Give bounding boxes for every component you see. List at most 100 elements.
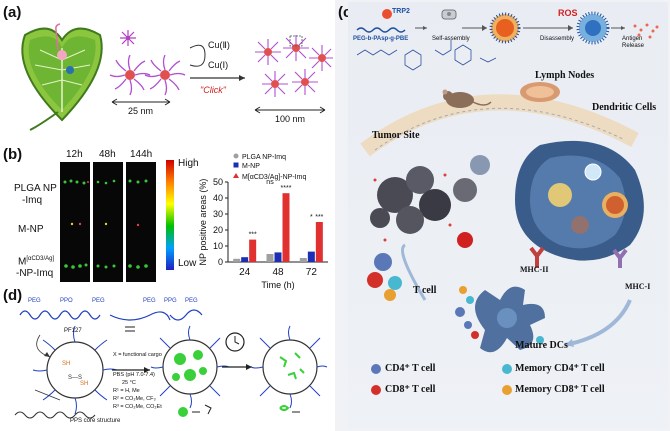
scale-label-100nm: 100 nm <box>275 114 306 124</box>
trp2-icon <box>382 9 392 19</box>
assembly-device-icon <box>441 9 457 20</box>
t-cell-group <box>367 253 402 301</box>
colorbar-low-label: Low <box>178 258 197 269</box>
row-label-superscript: [αCD3/Ag] <box>26 256 55 262</box>
panel-d-letter: (d) <box>3 287 23 304</box>
row-label-malpha-line2: -NP-Imq <box>16 268 54 279</box>
time-label-144h: 144h <box>130 149 153 160</box>
lymph-nodes-label: Lymph Nodes <box>535 70 595 81</box>
panel-a-letter: (a) <box>3 4 22 21</box>
pf127-label: PF127 <box>64 328 82 334</box>
micelle-cluster <box>255 35 333 97</box>
antigen-fragments <box>633 23 659 39</box>
peg-eq-left: PEG <box>143 298 156 304</box>
legend-marker <box>233 173 239 178</box>
row-label-malpha-line1: M[αCD3/Ag] <box>18 256 54 267</box>
dendritic-cells-label: Dendritic Cells <box>592 102 657 113</box>
x-tick-label: 72 <box>306 267 318 278</box>
micelle-right <box>144 54 186 96</box>
panel-c-graphic <box>356 9 659 395</box>
legend-mem-cd8: Memory CD8⁺ T cell <box>515 384 605 395</box>
legend-marker <box>233 153 239 159</box>
legend-dot-cd4 <box>371 364 381 374</box>
x-axis-label: Time (h) <box>261 280 294 290</box>
fluorescence-dots <box>63 179 148 269</box>
tumor-site-label: Tumor Site <box>372 130 420 141</box>
single-polymer-star <box>120 30 136 46</box>
peg-eq-right: PEG <box>185 298 198 304</box>
ppo-label: PPO <box>60 298 73 304</box>
legend-marker <box>233 162 239 168</box>
x-tick-label: 24 <box>239 267 251 278</box>
y-tick-label: 50 <box>213 177 223 187</box>
y-tick-label: 10 <box>213 241 223 251</box>
lymph-node-icon <box>520 82 560 102</box>
peg-label-right: PEG <box>92 298 105 304</box>
bar <box>315 222 323 262</box>
cu-ii-label: Cu(Ⅱ) <box>208 40 230 50</box>
bar <box>233 258 241 262</box>
bar <box>266 254 274 262</box>
mhc1-label: MHC-I <box>625 282 651 291</box>
micelle-left <box>109 54 151 96</box>
chemical-structure <box>356 40 497 71</box>
nanoparticle-1 <box>489 12 521 44</box>
micelle-2 <box>150 325 230 409</box>
svg-text:SH: SH <box>62 361 70 367</box>
r2-label: R² = CO₂Me, CF₃ <box>113 396 156 402</box>
legend-dot-cd8 <box>371 385 381 395</box>
self-assembly-label: Self-assembly <box>432 36 470 42</box>
bar <box>241 257 249 262</box>
micelle-3 <box>250 325 328 409</box>
row-label-plga-line2: -Imq <box>22 195 42 206</box>
ros-particle <box>457 232 473 248</box>
panel-b-letter: (b) <box>3 146 23 163</box>
click-label: "Click" <box>200 85 226 95</box>
y-tick-label: 30 <box>213 209 223 219</box>
colorbar-high-label: High <box>178 158 199 169</box>
y-tick-label: 40 <box>213 193 223 203</box>
legend-cd8: CD8⁺ T cell <box>385 384 436 395</box>
x-tick-label: 48 <box>272 267 284 278</box>
row-label-mnp: M-NP <box>18 224 44 235</box>
svg-text:SH: SH <box>80 381 88 387</box>
legend-label: M-NP <box>242 163 260 170</box>
y-tick-label: 0 <box>218 257 223 267</box>
leaf-illustration <box>21 23 103 131</box>
dendritic-cell <box>515 140 644 261</box>
significance-label: * <box>310 214 313 221</box>
y-axis-label: NP positive areas (%) <box>198 179 208 266</box>
t-cell-label: T cell <box>413 285 437 296</box>
colorbar <box>166 160 174 270</box>
legend-label: M[αCD3/Ag]-NP-Imq <box>242 174 306 181</box>
time-label-48h: 48h <box>99 149 116 160</box>
mature-dcs-label: Mature DCs <box>515 340 568 351</box>
mature-dc <box>475 286 545 353</box>
nanoparticle-2 <box>576 11 610 45</box>
legend-label: PLGA NP-Imq <box>242 154 286 161</box>
polymer-label: PEG-b-PAsp-g-PBE <box>353 36 409 42</box>
significance-label: *** <box>249 232 257 239</box>
legend-dot-mem-cd8 <box>502 385 512 395</box>
bar <box>249 239 257 262</box>
legend-dot-mem-cd4 <box>502 364 512 374</box>
r3-label: R³ = CO₂Me, CO₂Et <box>113 404 162 410</box>
row-label-m: M <box>18 256 27 268</box>
pbs-label: PBS (pH 7.0-7.4) <box>113 372 155 378</box>
pps-label: PPS core structure <box>70 418 121 424</box>
bar <box>299 258 307 262</box>
cargo-label: X = functional cargo <box>113 352 162 358</box>
bar <box>274 252 282 262</box>
trp2-label: TRP2 <box>392 8 410 15</box>
mhc2-receptor <box>529 246 545 268</box>
peg-label-left: PEG <box>28 298 41 304</box>
disassembly-label: Disassembly <box>540 36 575 42</box>
time-label-12h: 12h <box>66 149 83 160</box>
temp-label: 25 °C <box>122 380 136 386</box>
significance-label: *** <box>315 214 323 221</box>
row-label-plga-line1: PLGA NP <box>14 183 57 194</box>
mhc1-receptor <box>612 248 628 268</box>
